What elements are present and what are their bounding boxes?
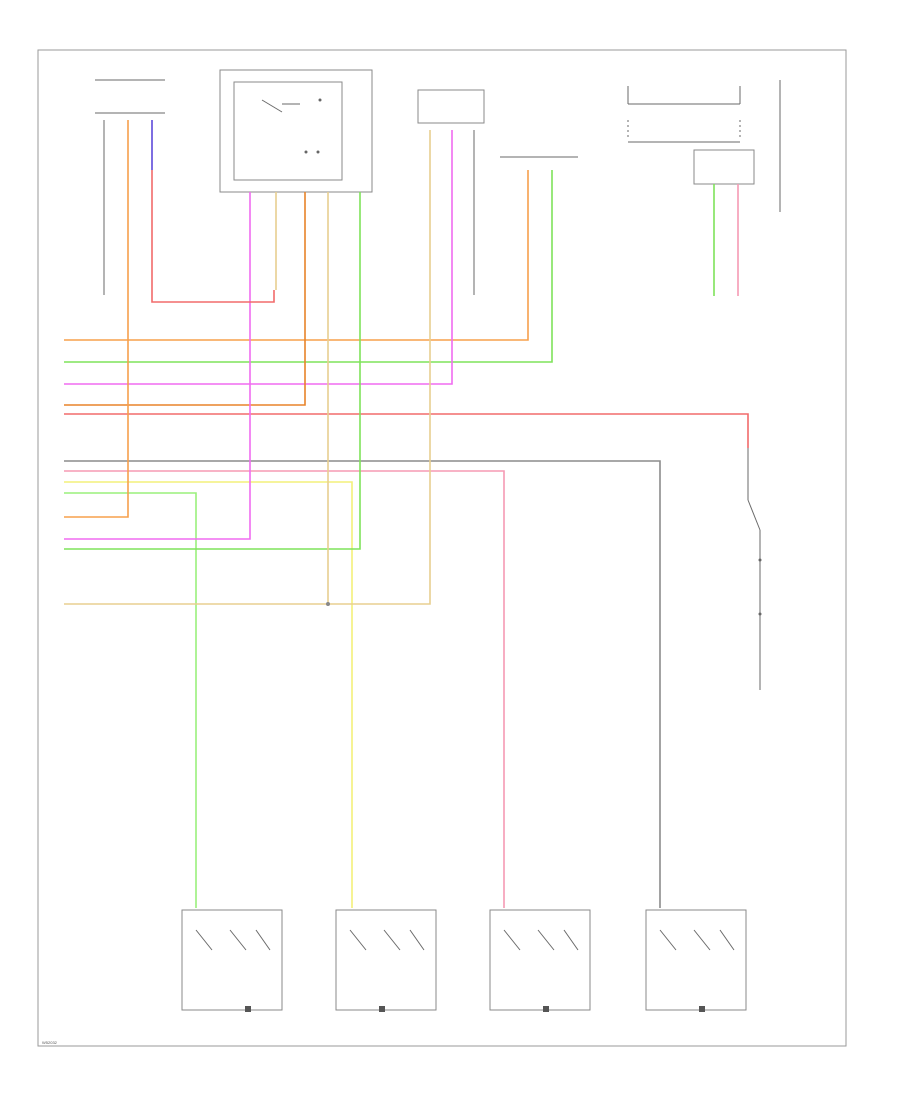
switch-rear-right	[645, 909, 747, 1012]
wire-lightgreen-1	[64, 492, 197, 908]
wire-magenta-2	[64, 192, 251, 540]
wire-orange-1	[64, 170, 529, 341]
wire-red-1	[64, 413, 749, 448]
wire-yellow-1	[64, 481, 353, 908]
wire-gray-1	[64, 460, 661, 908]
wire-dark-orange-1	[64, 192, 306, 406]
wire-green-2	[64, 192, 361, 550]
switch-front-left	[335, 909, 437, 1012]
transmitter-box	[693, 149, 755, 185]
wire-red-2	[151, 120, 275, 303]
wire-green-1	[64, 170, 553, 363]
control-unit-box	[417, 89, 485, 124]
footer-code: W52032	[42, 1040, 58, 1045]
switch-front-right	[181, 909, 283, 1012]
wire-pink-1	[64, 470, 505, 908]
switch-module	[219, 69, 373, 193]
wire-tan-1	[64, 130, 431, 605]
switch-rear-left	[489, 909, 591, 1012]
wire-magenta-1	[64, 130, 453, 385]
wire-orange-2	[64, 120, 129, 518]
diagram-frame	[37, 49, 847, 1047]
